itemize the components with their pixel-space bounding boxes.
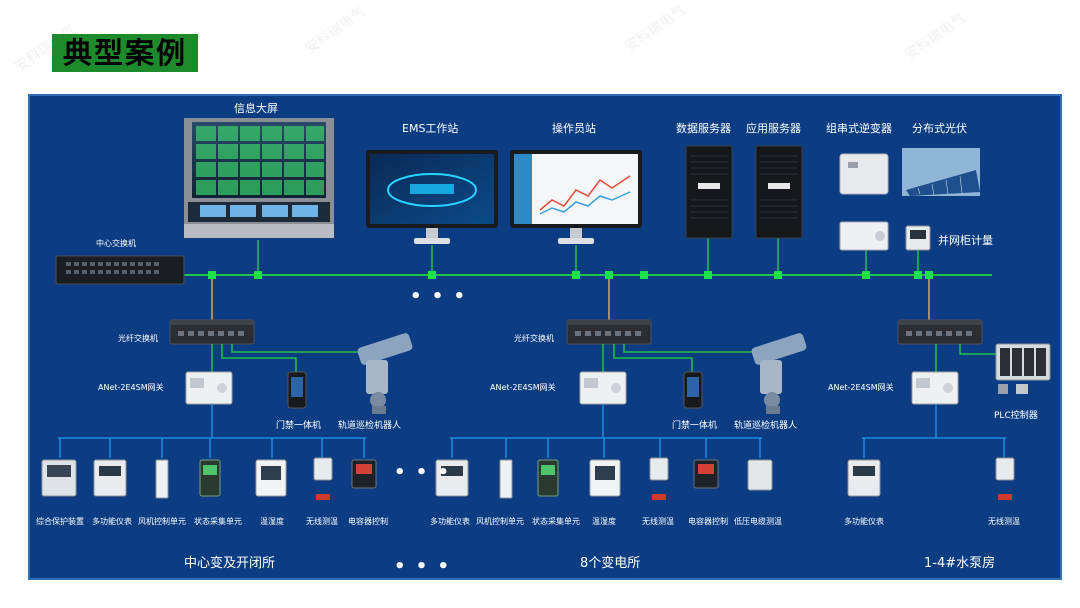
access-terminal-1 xyxy=(287,371,307,409)
gateway-2 xyxy=(579,371,627,405)
site1-device-label: 温湿度 xyxy=(260,517,284,526)
site1-green-links xyxy=(211,344,372,372)
site2-device-label: 状态采集单元 xyxy=(532,517,580,526)
gateway-2-label: ANet-2E4SM网关 xyxy=(490,383,556,392)
site3-footer: 1-4#水泵房 xyxy=(924,556,996,571)
fiber-switch-3 xyxy=(897,319,983,345)
robot-2-label: 轨道巡检机器人 xyxy=(734,421,798,431)
footer-ellipsis: • • • xyxy=(394,556,452,577)
ems-monitor xyxy=(366,150,498,244)
operator-label: 操作员站 xyxy=(552,122,596,135)
plc-rack-small xyxy=(839,221,889,251)
site3-device-label: 无线测温 xyxy=(988,517,1020,526)
grid-meter xyxy=(905,225,931,251)
site2-green-links xyxy=(602,344,766,372)
rail-robot-1 xyxy=(357,333,413,414)
rail-robot-2 xyxy=(751,333,807,414)
robot-1-label: 轨道巡检机器人 xyxy=(338,421,402,431)
site2-device-label: 多功能仪表 xyxy=(430,517,470,526)
string-inverter xyxy=(839,153,889,195)
site1-device-label: 状态采集单元 xyxy=(194,517,242,526)
access-terminal-2 xyxy=(683,371,703,409)
app-server-label: 应用服务器 xyxy=(746,122,801,135)
site3-device-drops xyxy=(863,438,1005,458)
site1-device-drops xyxy=(59,438,365,458)
meter-label: 并网柜计量 xyxy=(938,234,993,247)
site1-device-label: 风机控制单元 xyxy=(138,517,186,526)
fiber-switch-2-label: 光纤交换机 xyxy=(514,334,554,343)
fiber-switch-1 xyxy=(169,319,255,345)
info-wall-screen xyxy=(184,118,334,238)
bus-ellipsis: • • • xyxy=(410,286,468,307)
core-switch xyxy=(55,255,185,285)
top-drops xyxy=(257,238,919,275)
site1-device-label: 多功能仪表 xyxy=(92,517,132,526)
gateway-3-label: ANet-2E4SM网关 xyxy=(828,383,894,392)
data-server-label: 数据服务器 xyxy=(676,122,731,135)
bus-nodes xyxy=(208,271,933,279)
site3-device-icons xyxy=(847,457,1015,500)
plc-label: PLC控制器 xyxy=(994,411,1038,421)
info-screen-label: 信息大屏 xyxy=(234,102,278,115)
plc-controller xyxy=(995,343,1051,394)
data-server xyxy=(685,145,733,239)
core-switch-label: 中心交换机 xyxy=(96,239,136,248)
page-title: 典型案例 xyxy=(52,34,198,72)
site1-device-icons xyxy=(41,457,377,500)
fiber-trunks xyxy=(211,279,930,320)
site1-footer: 中心变及开闭所 xyxy=(184,556,276,571)
device-ellipsis: • • • xyxy=(394,462,452,483)
site2-device-icons xyxy=(435,457,773,500)
gateway-1-label: ANet-2E4SM网关 xyxy=(98,383,164,392)
access-1-label: 门禁一体机 xyxy=(276,421,322,431)
site3-device-label: 多功能仪表 xyxy=(844,517,884,526)
site2-device-label: 低压电缆测温 xyxy=(734,517,782,526)
site2-device-label: 风机控制单元 xyxy=(476,517,524,526)
gateway-3 xyxy=(911,371,959,405)
gateway-1 xyxy=(185,371,233,405)
site2-device-label: 电容器控制 xyxy=(688,517,728,526)
ems-label: EMS工作站 xyxy=(402,122,459,135)
pv-label: 分布式光伏 xyxy=(912,122,967,135)
site1-device-label: 综合保护装置 xyxy=(36,517,84,526)
pv-array xyxy=(902,148,980,196)
fiber-switch-2 xyxy=(566,319,652,345)
inverter-label: 组串式逆变器 xyxy=(826,122,892,135)
fiber-switch-1-label: 光纤交换机 xyxy=(118,334,158,343)
site3-green-links xyxy=(935,344,998,372)
site2-device-drops xyxy=(451,438,761,458)
site2-device-label: 温湿度 xyxy=(592,517,616,526)
site1-device-label: 无线测温 xyxy=(306,517,338,526)
app-server xyxy=(755,145,803,239)
operator-monitor xyxy=(510,150,642,244)
site2-footer: 8个变电所 xyxy=(580,556,641,571)
site1-device-label: 电容器控制 xyxy=(348,517,388,526)
access-2-label: 门禁一体机 xyxy=(672,421,718,431)
site2-device-label: 无线测温 xyxy=(642,517,674,526)
